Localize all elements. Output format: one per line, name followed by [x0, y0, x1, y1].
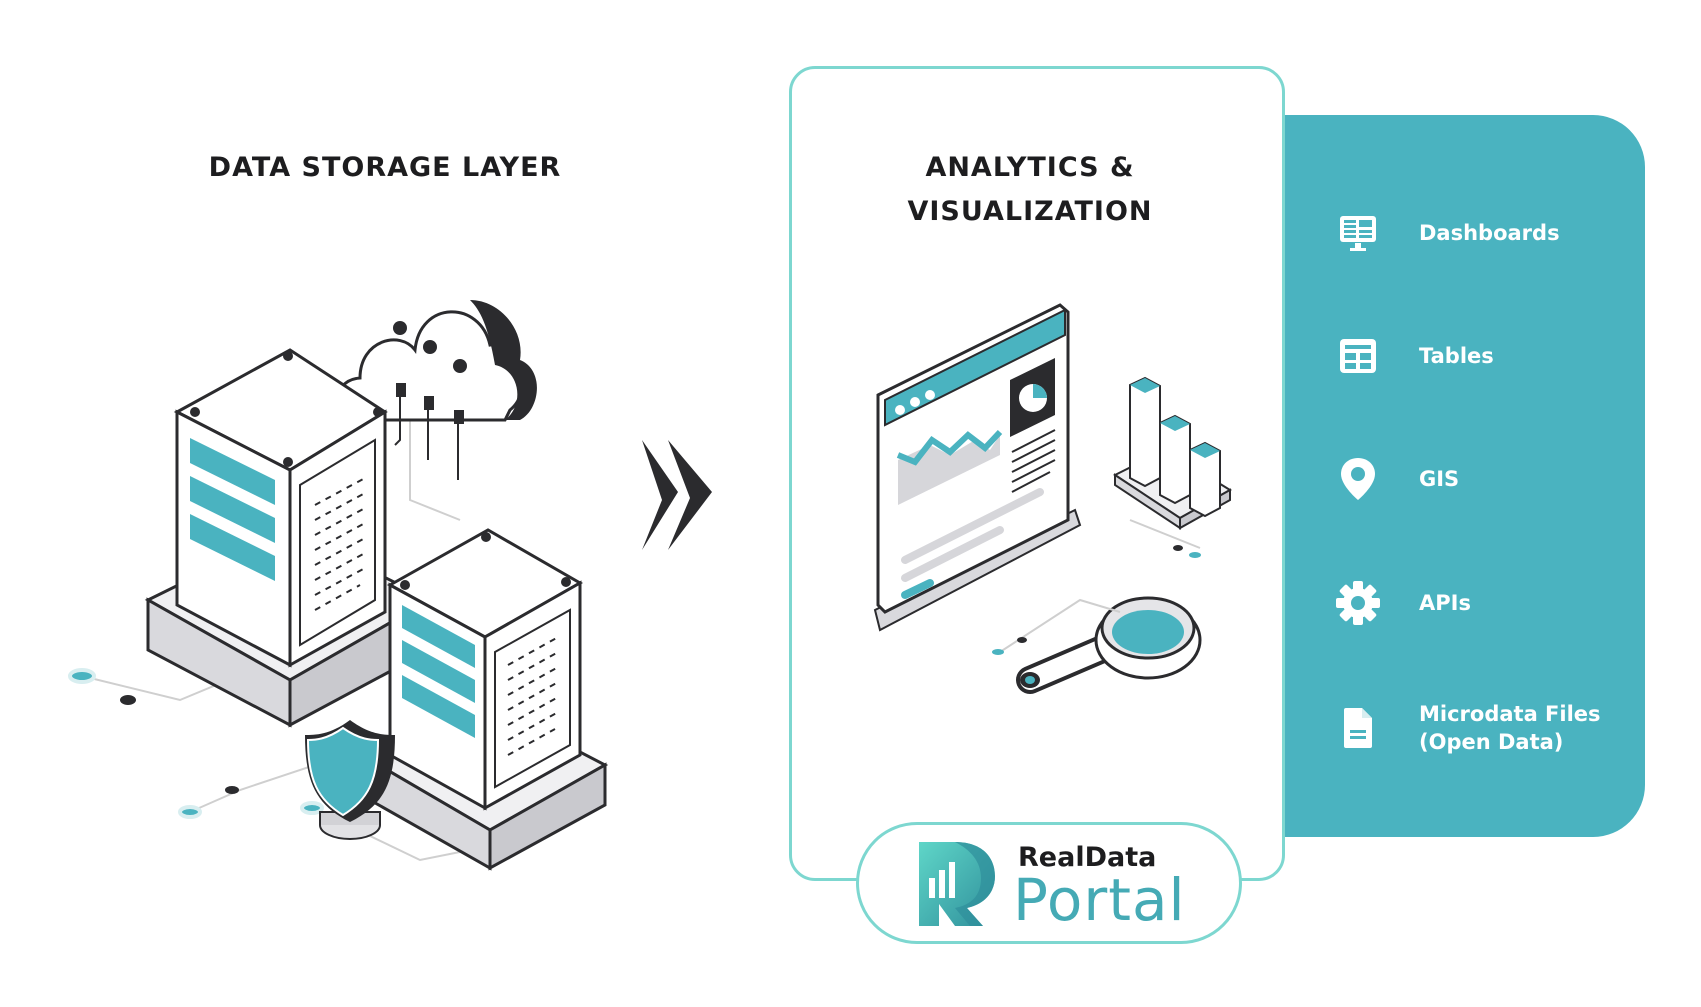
analytics-illustration: [873, 303, 1232, 694]
table-grid-icon: [1335, 333, 1381, 379]
server-tower-small: [386, 528, 584, 811]
node-dot: [300, 801, 324, 815]
flow-chevron-icon: [642, 440, 712, 550]
feature-tables: Tables: [1335, 333, 1494, 379]
browser-window-illustration: [873, 303, 1082, 632]
feature-gis: GIS: [1335, 456, 1459, 502]
document-icon: [1335, 705, 1381, 751]
bar-chart-illustration: [1113, 376, 1232, 530]
feature-label: APIs: [1419, 591, 1471, 615]
analytics-title: ANALYTICS & VISUALIZATION: [855, 146, 1205, 234]
node-dot: [225, 786, 239, 794]
feature-label: Tables: [1419, 344, 1494, 368]
gear-icon: [1335, 580, 1381, 626]
node-dot: [120, 695, 136, 705]
cloud-icon: [336, 300, 537, 480]
analytics-title-line1: ANALYTICS &: [925, 152, 1135, 183]
storage-servers-illustration: [68, 300, 609, 871]
feature-apis: APIs: [1335, 580, 1471, 626]
magnifier-illustration: [1016, 596, 1202, 694]
node-dot: [68, 668, 96, 684]
feature-label: Microdata Files (Open Data): [1419, 702, 1601, 754]
feature-label: GIS: [1419, 467, 1460, 491]
feature-microdata-files: Microdata Files (Open Data): [1335, 700, 1601, 756]
server-tower-large: [173, 348, 388, 668]
storage-layer-title: DATA STORAGE LAYER: [208, 152, 562, 183]
features-panel: [1245, 115, 1645, 837]
dashboard-monitor-icon: [1335, 210, 1381, 256]
analytics-title-line2: VISUALIZATION: [907, 196, 1153, 227]
security-shield-icon: [305, 720, 395, 840]
feature-label: Dashboards: [1419, 221, 1560, 245]
brand-name-top: RealData: [1018, 842, 1157, 873]
realdata-r-logo-icon: [919, 842, 995, 926]
brand-name-bottom: Portal: [1013, 866, 1186, 934]
feature-dashboards: Dashboards: [1335, 210, 1560, 256]
map-pin-icon: [1335, 456, 1381, 502]
node-dot: [178, 805, 202, 819]
